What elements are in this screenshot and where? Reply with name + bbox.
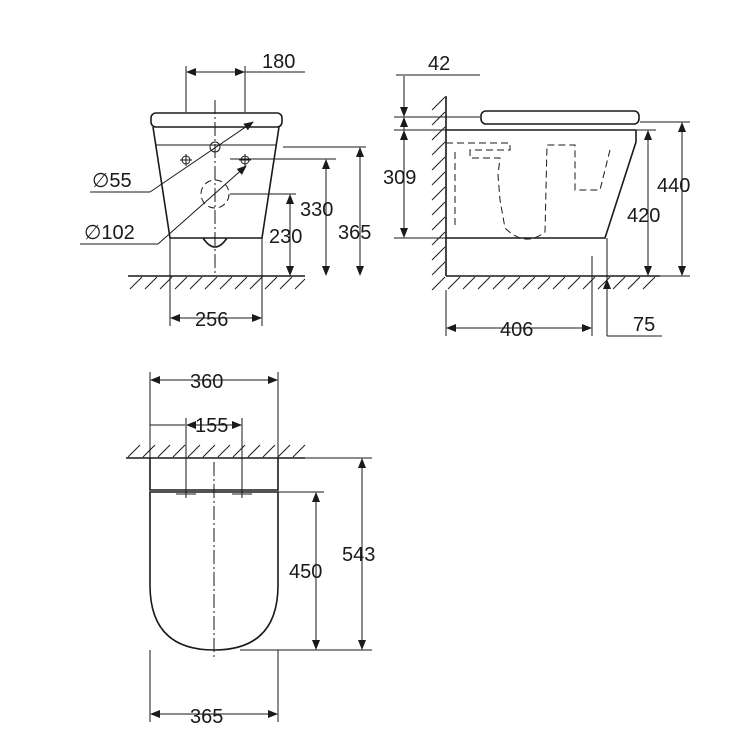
dim-top-length-total: 543 xyxy=(342,544,375,566)
dim-side-length: 406 xyxy=(500,319,533,341)
side-bowl-body xyxy=(446,129,637,239)
front-bowl-body xyxy=(152,126,280,239)
dim-side-height-total: 440 xyxy=(657,175,690,197)
dim-front-width-top: 180 xyxy=(262,51,295,73)
dim-front-height-outlet: 330 xyxy=(300,199,333,221)
front-floor-hatch xyxy=(129,276,306,290)
side-view: 42 309 440 420 406 75 xyxy=(383,53,690,341)
dim-side-height-rim: 420 xyxy=(627,205,660,227)
top-wall-hatch xyxy=(127,444,306,458)
dim-front-overhang: 75 xyxy=(633,314,655,336)
dim-fixing-height: 309 xyxy=(383,167,416,189)
side-wall-hatch xyxy=(431,96,446,291)
water-inlet-hole xyxy=(209,141,221,153)
dim-front-height-total: 365 xyxy=(338,222,371,244)
dim-top-width-bottom: 365 xyxy=(190,706,223,728)
front-seat-lid xyxy=(150,112,283,128)
side-seat-lid xyxy=(480,110,640,125)
dim-top-width-total: 360 xyxy=(190,371,223,393)
waste-outlet-circle xyxy=(200,179,230,209)
dim-seat-offset: 42 xyxy=(428,53,450,75)
side-floor-hatch xyxy=(447,276,656,290)
dim-hole-small: ∅55 xyxy=(92,170,132,192)
dim-hole-large: ∅102 xyxy=(84,222,135,244)
top-view: 360 155 543 450 365 xyxy=(126,371,375,728)
front-view: 180 ∅55 ∅102 330 230 365 256 xyxy=(80,51,371,331)
dim-front-width-base: 256 xyxy=(195,309,228,331)
dim-top-length-seat: 450 xyxy=(289,561,322,583)
dim-front-height-lower: 230 xyxy=(269,226,302,248)
dim-bolt-spacing: 155 xyxy=(195,415,228,437)
